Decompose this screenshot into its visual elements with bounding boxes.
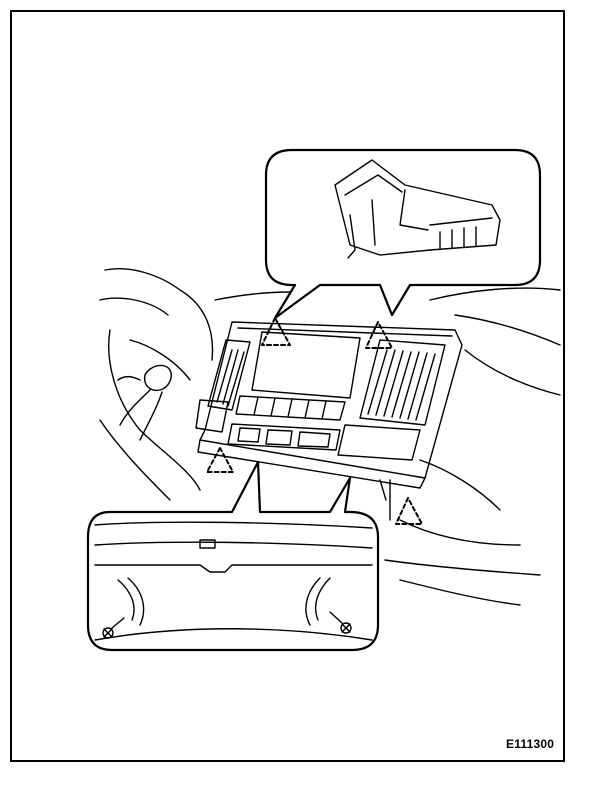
screw-detail-callout	[86, 460, 380, 652]
dashboard-background	[99, 268, 561, 606]
screw-icon-left	[102, 617, 125, 639]
center-cluster-panel	[195, 321, 463, 501]
screw-detail	[94, 521, 373, 641]
shift-knob	[117, 364, 172, 441]
clip-detail-callout	[264, 148, 542, 320]
clip-markers	[206, 317, 423, 525]
page-frame	[10, 10, 565, 762]
figure-code: E111300	[506, 737, 555, 751]
screw-icon-right	[329, 611, 352, 634]
clip-icon	[334, 159, 501, 259]
